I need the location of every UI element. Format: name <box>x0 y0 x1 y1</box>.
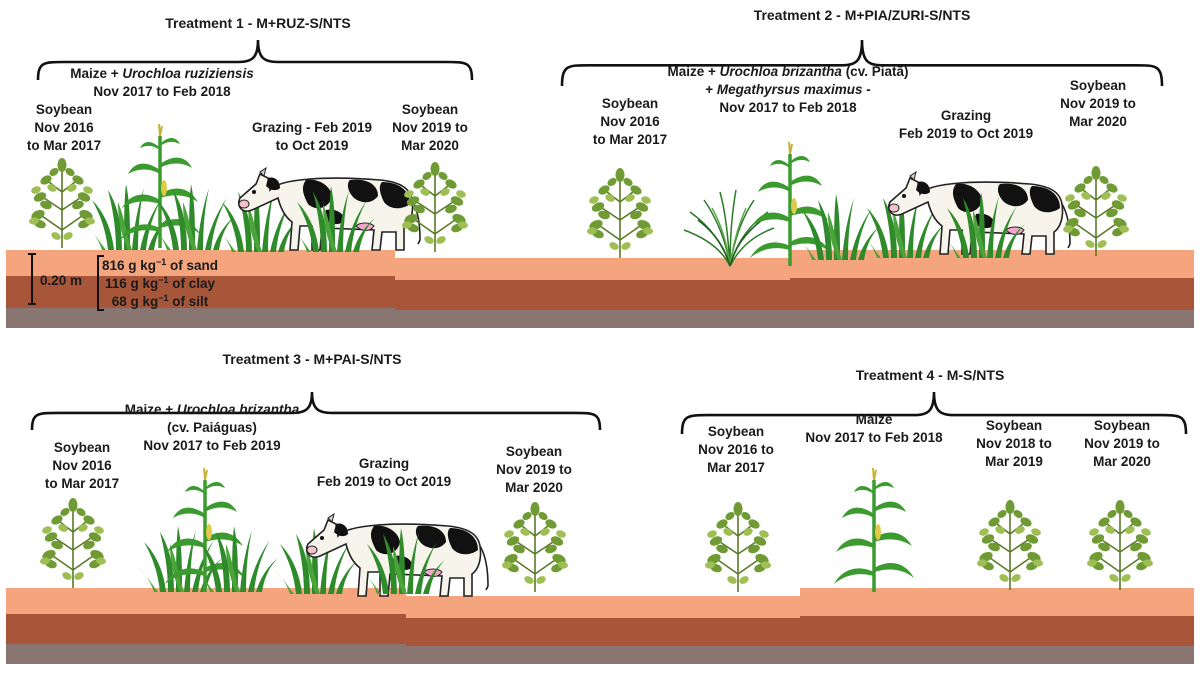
treatment-titles: Treatment 1 - M+RUZ-S/NTS Treatment 2 - M… <box>165 7 1004 383</box>
brace-treatment-1 <box>36 39 474 81</box>
stage-label-t3-2: Maize + Urochloa brizantha(cv. Paiáguas)… <box>125 402 300 453</box>
soybean-plant-icon <box>500 501 570 593</box>
soil-profile-1 <box>6 250 1194 328</box>
treatment-braces <box>30 39 1188 435</box>
treatment-4-plants <box>703 466 1155 594</box>
brace-treatment-4 <box>680 391 1188 435</box>
soil-depth-marker <box>28 253 104 311</box>
soil-depth-label: 0.20 m <box>40 273 82 288</box>
soil-profile-2 <box>6 588 1194 664</box>
treatment-title-4: Treatment 4 - M-S/NTS <box>856 367 1005 383</box>
soybean-plant-icon <box>1085 499 1155 591</box>
soybean-plant-icon <box>27 157 97 249</box>
soybean-plant-icon <box>703 501 773 593</box>
maize-plant-icon <box>832 466 916 594</box>
soybean-plant-icon <box>38 497 108 589</box>
soybean-plant-icon <box>1061 165 1131 257</box>
soybean-plant-icon <box>585 167 655 259</box>
treatment-2-plants <box>585 140 1131 268</box>
brace-treatment-2 <box>560 39 1164 87</box>
urochloa-grass-icon <box>84 184 170 250</box>
soybean-plant-icon <box>975 499 1045 591</box>
stage-label-t2-2: Maize + Urochloa brizantha (cv. Piatã)+ … <box>668 64 909 115</box>
treatment-title-1: Treatment 1 - M+RUZ-S/NTS <box>165 15 351 31</box>
treatment-title-3: Treatment 3 - M+PAI-S/NTS <box>222 351 401 367</box>
treatment-title-2: Treatment 2 - M+PIA/ZURI-S/NTS <box>754 7 971 23</box>
brace-treatment-3 <box>30 391 602 431</box>
megathyrsus-grass-icon <box>683 189 775 267</box>
